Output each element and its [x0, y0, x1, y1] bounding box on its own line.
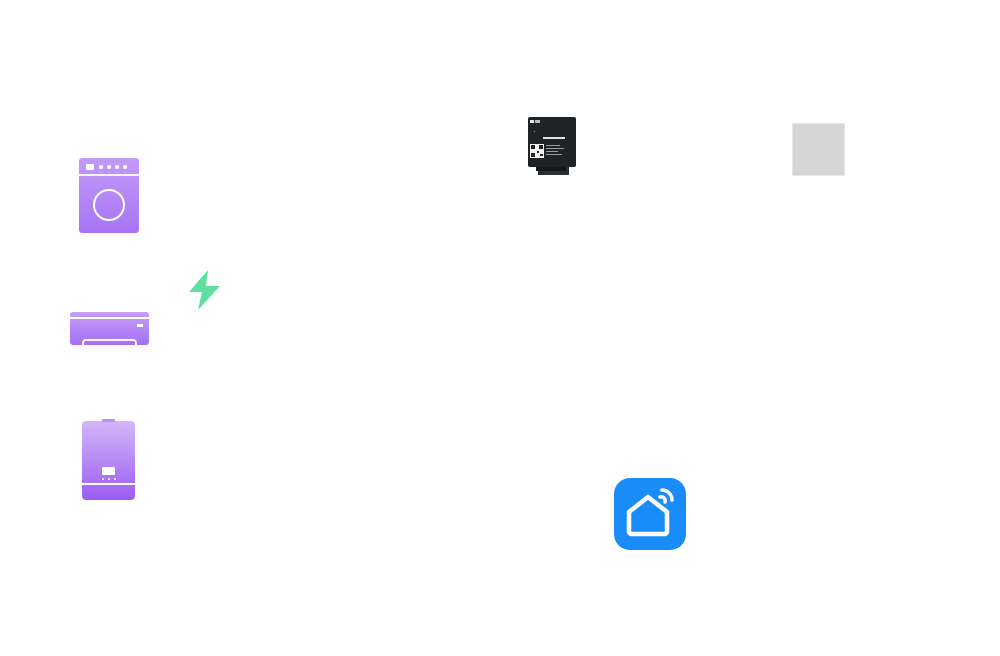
washer-button-dot [123, 165, 127, 169]
ac-indicator [137, 324, 143, 327]
washer-button-dot [107, 165, 111, 169]
washer-door [93, 189, 125, 221]
washer-panel-divider [79, 174, 139, 176]
washer-button-dot [99, 165, 103, 169]
washer-display [86, 164, 94, 170]
ac-top-line [70, 317, 149, 319]
washing-machine-icon[interactable] [79, 158, 139, 233]
humidifier-display [102, 467, 115, 475]
smart-home-app-icon[interactable] [614, 478, 686, 550]
washer-button-dot [115, 165, 119, 169]
image-placeholder [792, 123, 845, 176]
ac-vent [82, 339, 137, 345]
humidifier-dot [114, 478, 116, 480]
house-signal-icon [626, 488, 674, 537]
humidifier-icon[interactable] [82, 419, 135, 500]
humidifier-cap [102, 419, 115, 422]
lightning-bolt-icon[interactable] [186, 270, 222, 310]
gateway-device-image[interactable] [528, 117, 577, 177]
humidifier-dot [108, 478, 110, 480]
air-conditioner-icon[interactable] [70, 312, 149, 345]
humidifier-dot [102, 478, 104, 480]
humidifier-band [82, 483, 135, 485]
